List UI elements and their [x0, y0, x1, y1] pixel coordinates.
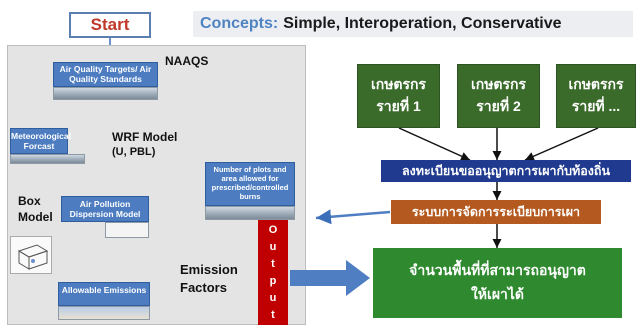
aq-targets-image — [53, 87, 158, 100]
output-letter: t — [271, 308, 275, 321]
arrow-farmer3 — [524, 127, 599, 161]
emission-label: Emission — [180, 262, 238, 277]
farmer-1-line1: เกษตรกร — [370, 76, 427, 93]
start-label: Start — [69, 12, 151, 38]
concepts-label: Concepts: — [200, 15, 279, 32]
output-box: O u t p u t — [258, 220, 288, 325]
farmer-3-line2: รายที่ ... — [571, 98, 621, 114]
farmer-box-3: เกษตรกร รายที่ ... — [556, 64, 636, 128]
dispersion-plot-image — [105, 222, 149, 238]
farmer-box-1: เกษตรกร รายที่ 1 — [357, 64, 440, 128]
plots-allowed-image — [205, 206, 295, 220]
farmer-3-line1: เกษตรกร — [568, 76, 624, 93]
output-letter: O — [268, 224, 278, 237]
dispersion-model-box: Air Pollution Dispersion Model — [61, 196, 149, 222]
output-to-result-arrow — [290, 260, 370, 296]
wrf-model-label: WRF Model — [112, 130, 178, 144]
arrow-system-to-output — [315, 209, 391, 225]
concepts-value: Simple, Interoperation, Conservative — [283, 15, 562, 32]
box-model-image — [10, 236, 52, 274]
plots-allowed-box: Number of plots and area allowed for pre… — [205, 162, 295, 206]
result-line1: จำนวนพื้นที่ที่สามารถอนุญาต — [409, 262, 586, 279]
concepts-banner: Concepts: Simple, Interoperation, Conser… — [193, 11, 633, 37]
wrf-params-label: (U, PBL) — [112, 146, 156, 158]
box-model-sketch — [17, 244, 49, 270]
allowable-emissions-box: Allowable Emissions — [58, 282, 150, 306]
output-letter: p — [269, 274, 277, 287]
naaqs-label: NAAQS — [165, 54, 209, 68]
box-model-label: Box Model — [18, 194, 53, 225]
register-box: ลงทะเบียนขออนุญาตการเผากับท้องถิ่น — [381, 160, 631, 182]
result-box: จำนวนพื้นที่ที่สามารถอนุญาต ให้เผาได้ — [373, 248, 622, 318]
result-line2: ให้เผาได้ — [470, 286, 525, 302]
burn-management-system-box: ระบบการจัดการระเบียบการเผา — [391, 200, 601, 224]
farmer-2-line1: เกษตรกร — [470, 76, 527, 93]
output-letter: u — [269, 241, 277, 254]
farmer-1-line2: รายที่ 1 — [376, 98, 421, 114]
farmer-box-2: เกษตรกร รายที่ 2 — [457, 64, 540, 128]
met-forecast-image — [10, 154, 85, 164]
aq-targets-box: Air Quality Targets/ Air Quality Standar… — [53, 62, 158, 87]
output-letter: u — [269, 291, 277, 304]
arrow-farmer1 — [398, 127, 471, 161]
factors-label: Factors — [180, 280, 227, 295]
met-forecast-box: Meteorological Forcast — [10, 128, 71, 154]
farmer-2-line2: รายที่ 2 — [476, 98, 521, 114]
allowable-emissions-image — [58, 306, 150, 320]
output-letter: t — [271, 258, 275, 271]
